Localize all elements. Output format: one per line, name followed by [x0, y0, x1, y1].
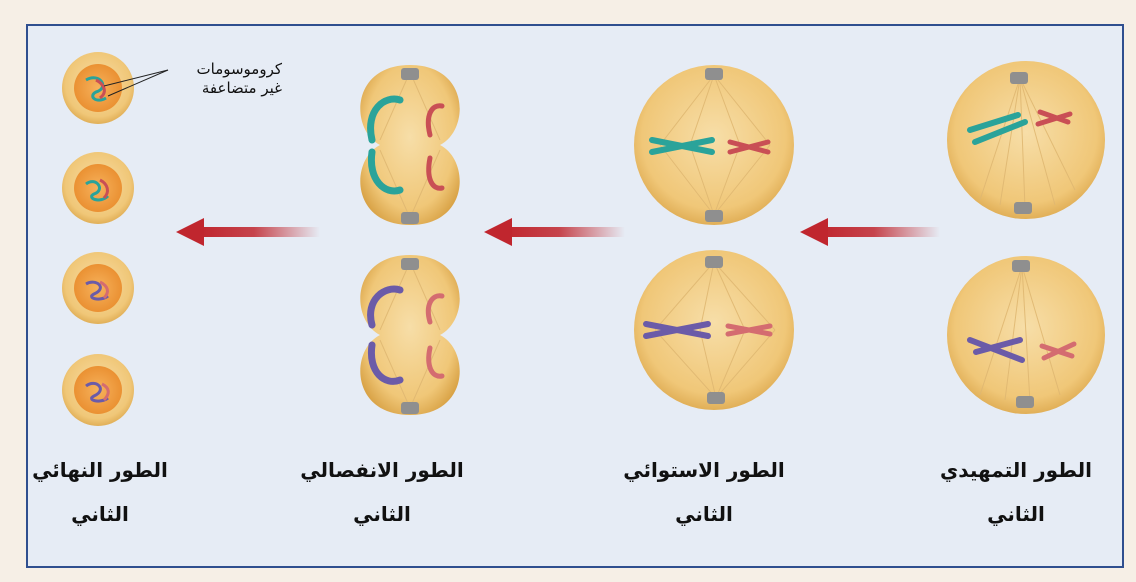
stage-label-telophase-ii: الطور النهائي الثاني	[0, 448, 220, 536]
arrow-anaphase-to-telophase	[176, 218, 320, 246]
anaphase-ii-cell-top	[360, 65, 459, 225]
stage-label-metaphase-ii-line1: الطور الاستوائي	[584, 448, 824, 492]
stage-label-prophase-ii-line2: الثاني	[896, 492, 1136, 536]
telophase-ii-cell-1	[62, 52, 134, 124]
stage-label-prophase-ii: الطور التمهيدي الثاني	[896, 448, 1136, 536]
stage-label-anaphase-ii-line2: الثاني	[262, 492, 502, 536]
stage-label-telophase-ii-line2: الثاني	[0, 492, 220, 536]
arrow-prophase-to-metaphase	[800, 218, 940, 246]
callout-line-2: غير متضاعفة	[162, 79, 282, 98]
prophase-ii-cell-bottom	[947, 256, 1105, 414]
telophase-ii-cell-3	[62, 252, 134, 324]
prophase-ii-cell-top	[947, 61, 1105, 219]
metaphase-ii-cell-bottom	[634, 250, 794, 410]
unduplicated-chromosomes-callout: كروموسومات غير متضاعفة	[162, 60, 282, 98]
stage-label-metaphase-ii: الطور الاستوائي الثاني	[584, 448, 824, 536]
stage-label-prophase-ii-line1: الطور التمهيدي	[896, 448, 1136, 492]
metaphase-ii-cell-top	[634, 65, 794, 225]
callout-line-1: كروموسومات	[162, 60, 282, 79]
stage-label-telophase-ii-line1: الطور النهائي	[0, 448, 220, 492]
stage-label-metaphase-ii-line2: الثاني	[584, 492, 824, 536]
stage-label-anaphase-ii: الطور الانفصالي الثاني	[262, 448, 502, 536]
telophase-ii-cell-4	[62, 354, 134, 426]
stage-label-anaphase-ii-line1: الطور الانفصالي	[262, 448, 502, 492]
telophase-ii-cell-2	[62, 152, 134, 224]
anaphase-ii-cell-bottom	[360, 255, 459, 415]
arrow-metaphase-to-anaphase	[484, 218, 625, 246]
